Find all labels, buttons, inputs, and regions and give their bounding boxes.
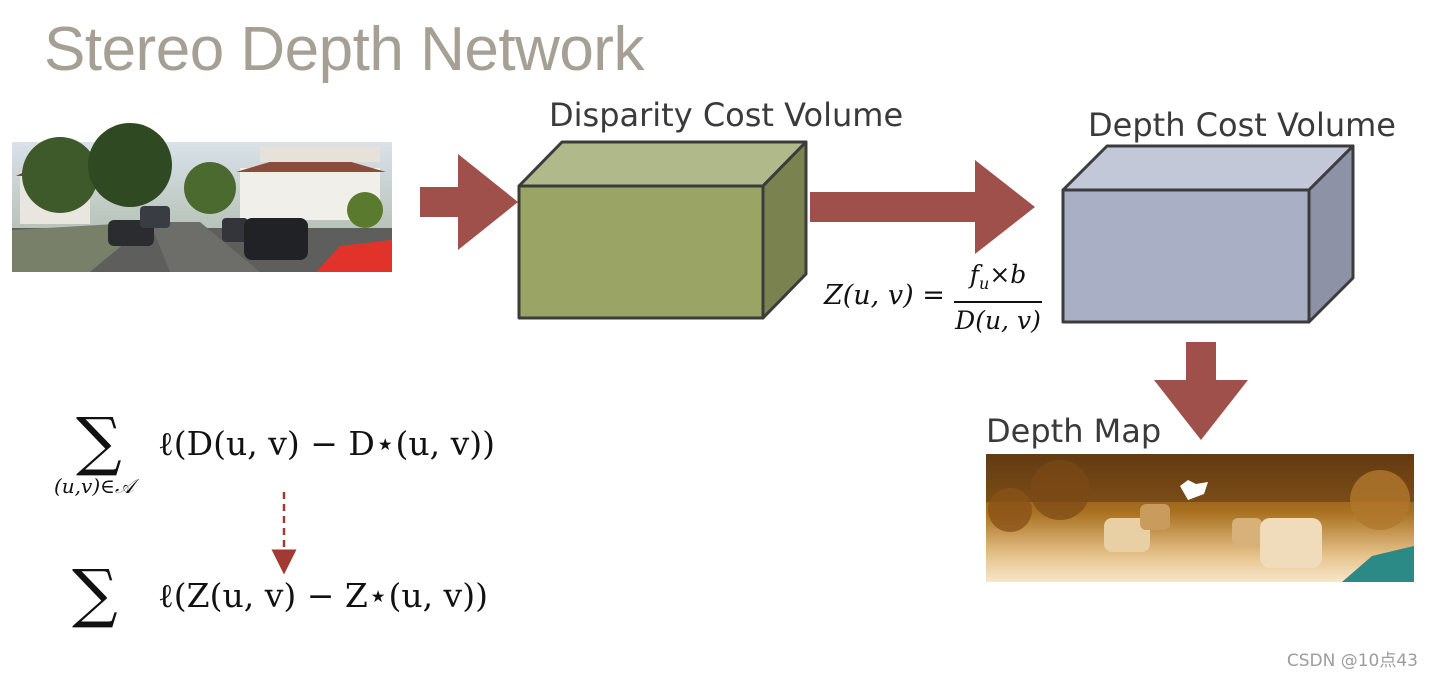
depth-map-image: [986, 454, 1414, 582]
equation-fraction: fu×b D(u, v): [952, 258, 1044, 339]
depth-loss-expression: ℓ(Z(u, v) − Z⋆(u, v)): [158, 576, 488, 615]
disparity-cost-volume-label: Disparity Cost Volume: [549, 96, 904, 134]
slide-title: Stereo Depth Network: [44, 15, 644, 84]
sum-subscript: (u,v)∈𝒜: [54, 474, 134, 498]
focal-subscript: u: [979, 274, 990, 293]
depth-disparity-equation: Z(u, v) = fu×b D(u, v): [824, 258, 1054, 338]
arrow-disparity-to-depth: [810, 160, 1035, 254]
disparity-loss-formula: ∑ (u,v)∈𝒜 ℓ(D(u, v) − D⋆(u, v)): [54, 410, 514, 510]
watermark: CSDN @10点43: [1286, 651, 1418, 671]
disparity-loss-expression: ℓ(D(u, v) − D⋆(u, v)): [158, 424, 496, 463]
focal-symbol: f: [969, 260, 979, 289]
baseline-term: ×b: [989, 260, 1027, 289]
fraction-bar: [954, 301, 1042, 303]
arrow-image-to-disparity: [420, 154, 518, 250]
stereo-input-image: [12, 123, 392, 272]
sum-symbol: ∑: [72, 557, 118, 631]
equation-numerator: fu×b: [952, 258, 1044, 301]
sum-symbol: ∑: [76, 405, 122, 479]
equation-denominator: D(u, v): [955, 306, 1041, 335]
depth-cost-volume-label: Depth Cost Volume: [1088, 106, 1396, 144]
depth-cost-volume: [1061, 144, 1355, 324]
depth-loss-formula: ∑ ℓ(Z(u, v) − Z⋆(u, v)): [54, 560, 534, 640]
equation-lhs: Z(u, v) =: [824, 280, 945, 311]
disparity-cost-volume: [517, 140, 808, 320]
depth-map-label: Depth Map: [986, 412, 1162, 450]
arrow-depth-to-map: [1154, 342, 1248, 440]
